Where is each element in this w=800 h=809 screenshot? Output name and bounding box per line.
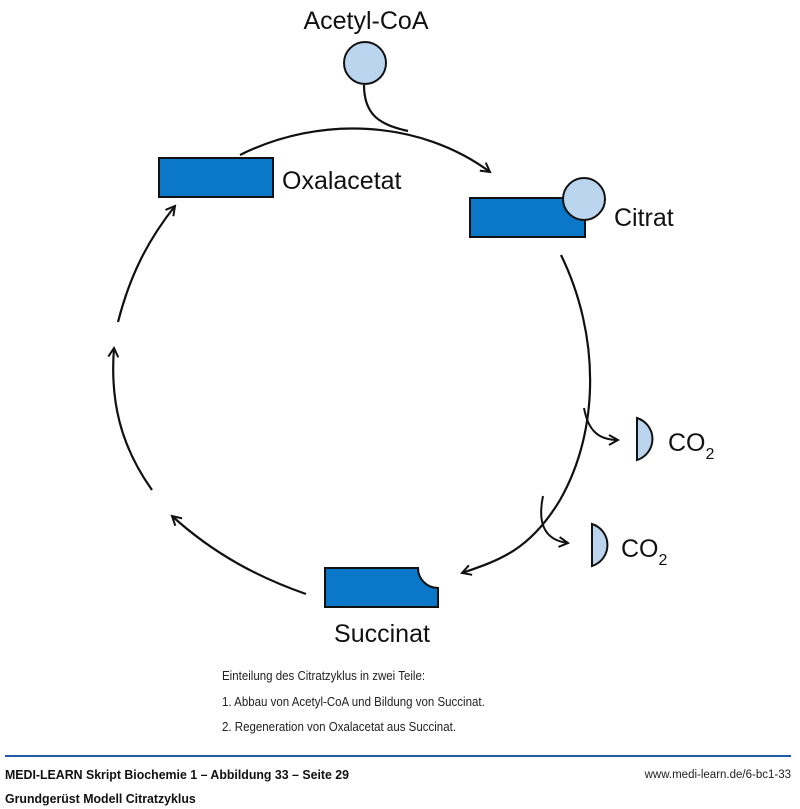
co2-node-2: CO2: [591, 522, 668, 569]
acetyl-group-circle-icon: [343, 41, 387, 85]
acetyl-coa-label: Acetyl-CoA: [303, 7, 428, 35]
caption-heading: Einteilung des Citratzyklus in zwei Teil…: [222, 669, 426, 683]
arrow-succinat-to-oxalacetat-middle: [113, 348, 153, 491]
footer-url: www.medi-learn.de/6-bc1-33: [644, 769, 791, 781]
arrow-co2-release-2: [540, 495, 568, 543]
co2-half-circle-icon: [591, 522, 609, 568]
arrow-citrat-to-succinat: [462, 254, 592, 573]
citrat-label: Citrat: [614, 204, 674, 232]
arrow-co2-release-1: [583, 407, 618, 440]
co2-node-1: CO2: [636, 416, 715, 463]
arrow-succinat-to-oxalacetat-lower: [172, 516, 307, 596]
oxalacetat-block-icon: [158, 157, 274, 198]
arrow-to-oxalacetat-upper: [116, 206, 175, 323]
citrat-node: Citrat: [469, 177, 674, 238]
acetyl-coa-node: Acetyl-CoA: [303, 7, 429, 85]
footer-figure-title: Grundgerüst Modell Citratzyklus: [5, 791, 196, 806]
caption-item-2: 2. Regeneration von Oxalacetat aus Succi…: [222, 720, 456, 734]
caption-item-1: 1. Abbau von Acetyl-CoA und Bildung von …: [222, 695, 485, 709]
citrat-acetyl-circle-icon: [562, 177, 606, 221]
footer-source: MEDI-LEARN Skript Biochemie 1 – Abbildun…: [5, 767, 350, 782]
succinat-node: Succinat: [324, 567, 439, 648]
acetyl-coa-entry-arrow: [362, 84, 409, 133]
citric-acid-cycle-diagram: Acetyl-CoA Oxalacetat Citrat CO2 CO2 Suc…: [0, 7, 715, 648]
footer-divider: [5, 755, 791, 757]
co2-label-1: CO2: [668, 429, 715, 463]
oxalacetat-label: Oxalacetat: [282, 167, 402, 195]
co2-half-circle-icon: [636, 416, 654, 462]
oxalacetat-node: Oxalacetat: [158, 157, 402, 198]
succinat-label: Succinat: [334, 620, 430, 648]
co2-label-2: CO2: [621, 535, 668, 569]
succinat-block-icon: [324, 567, 439, 608]
arrow-oxalacetat-to-citrat: [239, 127, 490, 172]
